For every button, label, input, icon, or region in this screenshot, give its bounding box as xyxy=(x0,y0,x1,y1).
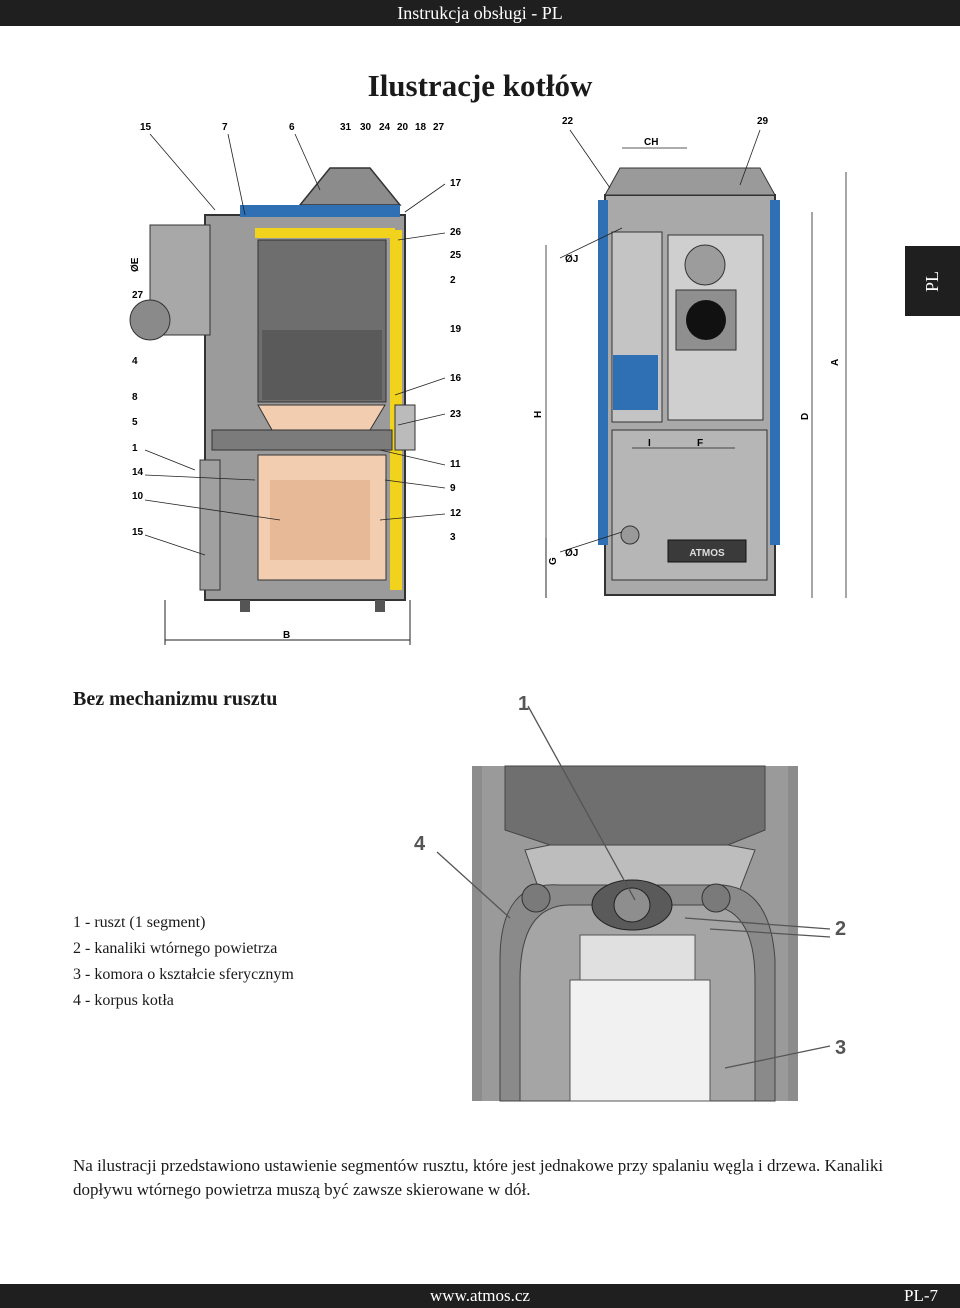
legend-item-3: 3 - komora o kształcie sferycznym xyxy=(73,966,294,983)
dimension-b-label: B xyxy=(283,630,290,641)
label-f: F xyxy=(697,438,703,449)
label-i: I xyxy=(648,438,651,449)
footer-url[interactable]: www.atmos.cz xyxy=(430,1286,530,1305)
label-g: G xyxy=(548,557,559,565)
label-oe: ØE xyxy=(130,257,141,272)
grate-callout-2: 2 xyxy=(835,918,846,940)
label-25: 25 xyxy=(450,250,462,261)
boiler-diagram: B 15 7 6 31 30 24 20 18 27 17 26 25 2 19… xyxy=(129,116,847,645)
language-tab-label: PL xyxy=(921,270,942,292)
page-footer: www.atmos.cz PL-7 xyxy=(0,1284,960,1308)
label-15-top: 15 xyxy=(140,122,152,133)
label-26: 26 xyxy=(450,227,462,238)
grate-section-heading: Bez mechanizmu rusztu xyxy=(73,688,278,710)
grate-description: Na ilustracji przedstawiono ustawienie s… xyxy=(73,1156,884,1199)
label-4: 4 xyxy=(132,356,138,367)
label-24: 24 xyxy=(379,122,391,133)
grate-callout-3: 3 xyxy=(835,1037,846,1059)
language-tab: PL xyxy=(905,246,960,316)
label-29: 29 xyxy=(757,116,769,127)
page-header: Instrukcja obsługi - PL xyxy=(0,0,960,26)
label-12: 12 xyxy=(450,508,462,519)
label-1-side: 1 xyxy=(132,443,138,454)
label-22: 22 xyxy=(562,116,574,127)
brand-plate: ATMOS xyxy=(689,548,725,559)
legend-item-1: 1 - ruszt (1 segment) xyxy=(73,914,206,931)
label-9: 9 xyxy=(450,483,456,494)
label-31: 31 xyxy=(340,122,352,133)
label-8: 8 xyxy=(132,392,138,403)
label-ch: CH xyxy=(644,137,658,148)
label-19: 19 xyxy=(450,324,462,335)
legend-item-4: 4 - korpus kotła xyxy=(73,992,174,1009)
label-5: 5 xyxy=(132,417,138,428)
side-section-view: B 15 7 6 31 30 24 20 18 27 17 26 25 2 19… xyxy=(129,122,462,645)
grate-callout-1: 1 xyxy=(518,693,529,715)
label-oj-bottom: ØJ xyxy=(565,548,578,559)
label-16: 16 xyxy=(450,373,462,384)
label-27-left: 27 xyxy=(132,290,144,301)
label-10: 10 xyxy=(132,491,144,502)
label-oj-top: ØJ xyxy=(565,254,578,265)
label-a: A xyxy=(830,359,841,366)
page-title: Ilustracje kotłów xyxy=(367,68,593,103)
label-15-left: 15 xyxy=(132,527,144,538)
label-11: 11 xyxy=(450,459,461,470)
label-7: 7 xyxy=(222,122,228,133)
label-3: 3 xyxy=(450,532,456,543)
label-20: 20 xyxy=(397,122,409,133)
grate-callout-4: 4 xyxy=(414,833,426,855)
label-17: 17 xyxy=(450,178,462,189)
label-2: 2 xyxy=(450,275,456,286)
grate-illustration: 1 2 3 4 xyxy=(414,693,846,1102)
grate-legend: 1 - ruszt (1 segment) 2 - kanaliki wtórn… xyxy=(73,910,294,1014)
label-30: 30 xyxy=(360,122,372,133)
label-14: 14 xyxy=(132,467,144,478)
label-27-top: 27 xyxy=(433,122,445,133)
front-view: ATMOS 22 29 CH ØJ ØJ H A D G I F xyxy=(533,116,847,598)
label-23: 23 xyxy=(450,409,462,420)
label-h: H xyxy=(533,411,544,418)
label-6: 6 xyxy=(289,122,295,133)
page-number: PL-7 xyxy=(904,1286,938,1305)
label-18: 18 xyxy=(415,122,427,133)
label-d: D xyxy=(800,413,811,420)
legend-item-2: 2 - kanaliki wtórnego powietrza xyxy=(73,940,278,957)
